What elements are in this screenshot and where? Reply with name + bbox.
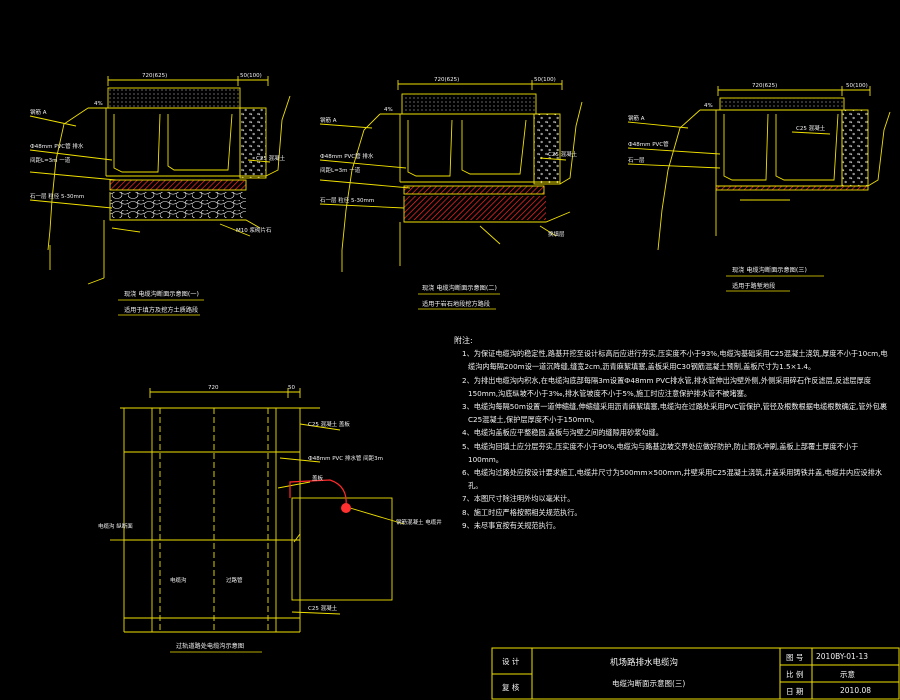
tb-review: 复 核 xyxy=(502,683,520,692)
note-item-4: 4、电缆沟盖板应平整稳固,盖板与沟壁之间的缝隙用砂浆勾缝。 xyxy=(462,428,663,438)
title-block-frame xyxy=(491,647,900,700)
section-2 xyxy=(319,80,583,272)
plan-side-label: 电缆沟 纵断面 xyxy=(98,522,133,530)
s2-subcaption: 适用于岩石地段挖方路段 xyxy=(422,300,490,308)
s3-label-right-0: C25 混凝土 xyxy=(796,124,826,132)
plan-view xyxy=(110,388,405,633)
s1-slope: 4% xyxy=(94,101,103,107)
s1-dim-width: 720(625) xyxy=(142,73,167,79)
note-item-7: 7、本图尺寸除注明外均以毫米计。 xyxy=(462,494,575,504)
s2-slope: 4% xyxy=(384,107,393,113)
s2-label-right-0: C25 混凝土 xyxy=(548,150,578,158)
note-item-6: 6、电缆沟过路处应按设计要求施工,电缆井尺寸为500mm×500mm,井壁采用C… xyxy=(462,468,882,491)
plan-dim-side: 50 xyxy=(288,385,295,391)
note-item-9: 9、未尽事宜按有关规范执行。 xyxy=(462,520,561,530)
plan-caption: 过轨道路处电缆沟示意图 xyxy=(176,642,244,650)
tb-scale-label: 比 例 xyxy=(786,670,804,679)
s1-dim-side: 50(100) xyxy=(240,73,262,79)
section-3 xyxy=(627,86,891,251)
s1-label-left-2: 间距L=3m 一道 xyxy=(30,156,71,164)
s2-dim-width: 720(625) xyxy=(434,77,459,83)
plan-dim-width: 720 xyxy=(208,385,219,391)
s2-label-left-3: 石一层 粒径 5-30mm xyxy=(320,196,374,204)
s2-label-left-2: 间距L=3m 一道 xyxy=(320,166,361,174)
note-item-5: 5、电缆沟回填土应分层夯实,压实度不小于90%,电缆沟与路基边坡交界处应做好防护… xyxy=(462,441,859,464)
plan-red-marker xyxy=(341,503,351,513)
notes-block: 附注: 1、为保证电缆沟的稳定性,路基开挖至设计标高后应进行夯实,压实度不小于9… xyxy=(452,334,892,532)
plan-cell-1: 过路管 xyxy=(226,576,243,584)
note-item-3: 3、电缆沟每隔50m设置一道伸缩缝,伸缩缝采用沥青麻絮填塞,电缆沟在过路处采用P… xyxy=(462,402,888,425)
tb-design: 设 计 xyxy=(502,657,520,666)
tb-no-label: 图 号 xyxy=(786,653,804,662)
plan-label-2: 盖板 xyxy=(312,474,324,482)
note-item-2: 2、为排出电缆沟内积水,在电缆沟底部每隔3m设置Ф48mm PVC排水管,排水管… xyxy=(462,375,871,398)
s2-label-right-1: 换填层 xyxy=(548,230,565,238)
note-item-1: 1、为保证电缆沟的稳定性,路基开挖至设计标高后应进行夯实,压实度不小于93%,电… xyxy=(462,349,888,372)
s1-label-left-1: Ф48mm PVC管 排水 xyxy=(30,142,84,150)
tb-project: 机场路排水电缆沟 xyxy=(610,658,679,668)
plan-callout: C25 混凝土 xyxy=(308,604,338,612)
title-block: 设 计 复 核 机场路排水电缆沟 电缆沟断面示意图(三) 图 号 2010BY-… xyxy=(492,648,900,700)
s2-dim-side: 50(100) xyxy=(534,77,556,83)
s1-caption: 现浇 电缆沟断面示意图(一) xyxy=(124,290,199,298)
s1-label-right-0: C25 混凝土 xyxy=(256,154,286,162)
s3-subcaption: 适用于路堑地段 xyxy=(732,282,775,290)
s2-label-left-1: Ф48mm PVC管 排水 xyxy=(320,152,374,160)
s2-label-left-0: 钢筋 A xyxy=(320,116,337,124)
s3-slope: 4% xyxy=(704,103,713,109)
s1-subcaption: 适用于填方及挖方土质路段 xyxy=(124,306,198,314)
plan-red-cable xyxy=(289,479,347,507)
s2-caption: 现浇 电缆沟断面示意图(二) xyxy=(422,284,497,292)
tb-date-label: 日 期 xyxy=(786,687,804,696)
s3-dim-width: 720(625) xyxy=(752,83,777,89)
s1-label-right-1: M10 浆砌片石 xyxy=(236,226,272,234)
s3-label-left-0: 钢筋 A xyxy=(628,114,645,122)
section-1 xyxy=(29,76,291,285)
plan-label-0: C25 混凝土 盖板 xyxy=(308,420,350,428)
s3-caption: 现浇 电缆沟断面示意图(三) xyxy=(732,266,807,274)
note-item-8: 8、施工时应严格按照相关规范执行。 xyxy=(462,507,582,517)
s3-dim-side: 50(100) xyxy=(846,83,868,89)
tb-date-value: 2010.08 xyxy=(840,686,872,695)
plan-label-3: 钢筋混凝土 电缆井 xyxy=(396,518,442,526)
s3-label-left-2: 石一层 xyxy=(628,157,645,164)
s1-label-left-3: 石一层 粒径 5-30mm xyxy=(30,192,84,200)
s1-label-left-0: 钢筋 A xyxy=(30,108,47,116)
tb-drawing: 电缆沟断面示意图(三) xyxy=(612,679,686,688)
s3-label-left-1: Ф48mm PVC管 xyxy=(628,140,669,148)
tb-scale-value: 示意 xyxy=(840,670,855,679)
plan-label-1: Ф48mm PVC 排水管 间距3m xyxy=(308,454,383,462)
tb-no-value: 2010BY-01-13 xyxy=(816,652,869,661)
notes-heading: 附注: xyxy=(454,336,473,345)
plan-cell-0: 电缆沟 xyxy=(170,576,187,584)
